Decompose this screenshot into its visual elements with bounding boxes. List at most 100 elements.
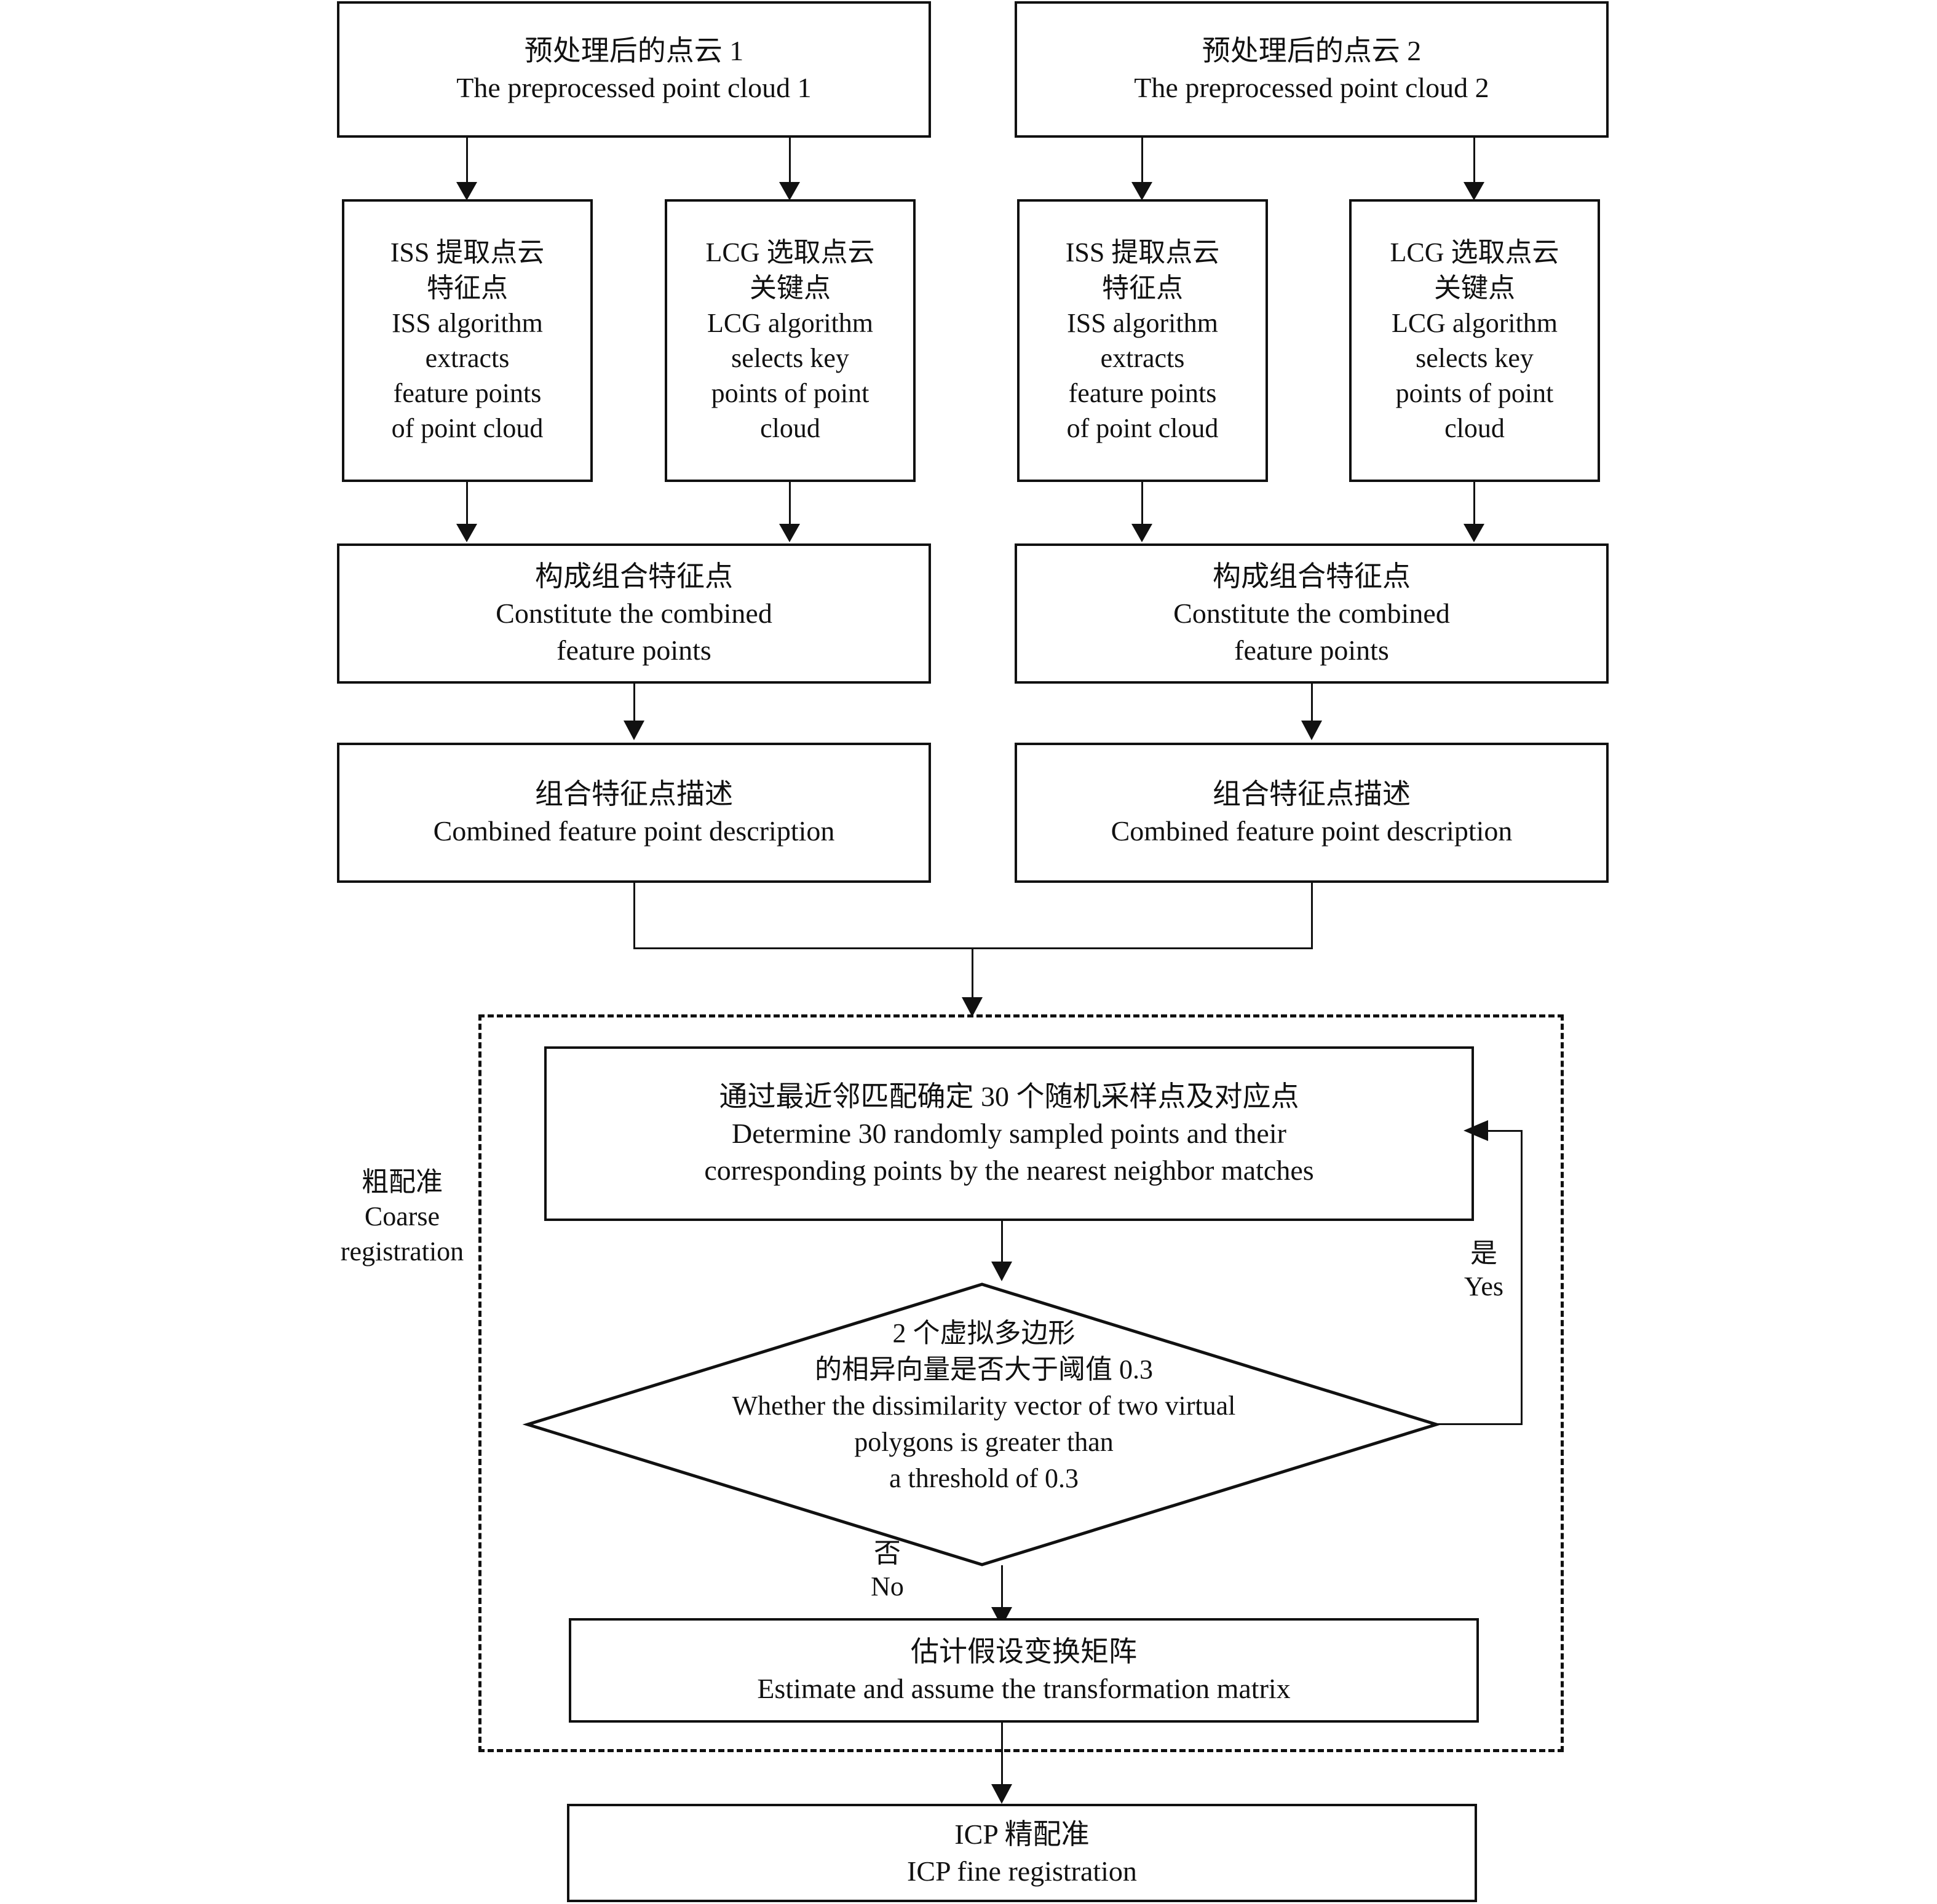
- node-constitute-right-en-2: feature points: [1234, 634, 1389, 666]
- node-iss-left-en-2: extracts: [425, 343, 510, 373]
- node-lcg-right-zh-1: LCG 选取点云: [1390, 237, 1559, 268]
- node-lcg-left-en-1: LCG algorithm: [707, 307, 874, 338]
- node-preprocessed-point-cloud-2-en: The preprocessed point cloud 2: [1134, 72, 1489, 103]
- node-lcg-left-en-3: points of point: [711, 378, 869, 409]
- coarse-registration-label-zh: 粗配准: [362, 1167, 443, 1197]
- arrowhead-cloud2-to-lcg: [1464, 182, 1484, 200]
- node-iss-right-en-4: of point cloud: [1066, 413, 1219, 444]
- node-estimate-transformation-matrix: 估计假设变换矩阵 Estimate and assume the transfo…: [569, 1618, 1479, 1723]
- node-preprocessed-point-cloud-1: 预处理后的点云 1 The preprocessed point cloud 1: [337, 1, 931, 138]
- node-decision-threshold-text: 2 个虚拟多边形 的相异向量是否大于阈值 0.3 Whether the dis…: [575, 1316, 1393, 1497]
- node-lcg-left: LCG 选取点云 关键点 LCG algorithm selects key p…: [665, 199, 916, 482]
- node-iss-left-zh-2: 特征点: [427, 272, 508, 303]
- node-decision-threshold-shape: [522, 1282, 1442, 1566]
- arrowhead-cloud2-to-iss: [1131, 182, 1152, 200]
- connector-iss-left-to-constitute: [466, 482, 468, 527]
- node-decision-threshold-en-2: polygons is greater than: [854, 1426, 1114, 1457]
- node-description-right-zh: 组合特征点描述: [1213, 778, 1411, 810]
- node-lcg-right-en-1: LCG algorithm: [1391, 307, 1558, 338]
- arrowhead-constitute-left-to-description: [624, 721, 644, 740]
- node-estimate-transformation-matrix-zh: 估计假设变换矩阵: [911, 1636, 1137, 1668]
- node-iss-left-en-3: feature points: [393, 378, 542, 409]
- arrowhead-no-to-estimate: [991, 1607, 1012, 1627]
- node-lcg-left-en-2: selects key: [731, 343, 849, 373]
- arrowhead-constitute-right-to-description: [1301, 721, 1322, 740]
- node-lcg-left-zh-2: 关键点: [750, 272, 831, 303]
- node-description-right-en: Combined feature point description: [1111, 815, 1513, 847]
- node-preprocessed-point-cloud-2-zh: 预处理后的点云 2: [1202, 35, 1422, 67]
- node-iss-left: ISS 提取点云 特征点 ISS algorithm extracts feat…: [342, 199, 593, 482]
- node-description-left-en: Combined feature point description: [433, 815, 835, 847]
- connector-constitute-left-to-description: [633, 684, 635, 724]
- node-iss-right-zh-1: ISS 提取点云: [1065, 237, 1220, 268]
- coarse-registration-label: 粗配准 Coarse registration: [336, 1165, 469, 1269]
- node-preprocessed-point-cloud-2: 预处理后的点云 2 The preprocessed point cloud 2: [1015, 1, 1609, 138]
- arrowhead-merge-into-coarse: [962, 997, 983, 1017]
- node-lcg-right: LCG 选取点云 关键点 LCG algorithm selects key p…: [1349, 199, 1600, 482]
- node-iss-right: ISS 提取点云 特征点 ISS algorithm extracts feat…: [1017, 199, 1268, 482]
- node-description-left-zh: 组合特征点描述: [535, 778, 733, 810]
- coarse-registration-label-en-1: Coarse: [364, 1201, 440, 1232]
- connector-coarse-to-icp: [1001, 1723, 1003, 1791]
- arrowhead-yes-into-determine: [1464, 1120, 1488, 1141]
- node-determine-sampled-points: 通过最近邻匹配确定 30 个随机采样点及对应点 Determine 30 ran…: [544, 1046, 1474, 1221]
- node-iss-right-en-3: feature points: [1068, 378, 1217, 409]
- node-constitute-right-en-1: Constitute the combined: [1173, 598, 1450, 630]
- edge-label-no-en: No: [871, 1571, 904, 1602]
- edge-label-no: 否 No: [847, 1537, 927, 1603]
- connector-lcg-left-to-constitute: [789, 482, 791, 527]
- node-lcg-left-en-4: cloud: [760, 413, 820, 444]
- connector-description-right-down: [1311, 883, 1313, 949]
- node-description-left: 组合特征点描述 Combined feature point descripti…: [337, 743, 931, 883]
- arrowhead-cloud1-to-lcg: [779, 182, 800, 200]
- node-description-right: 组合特征点描述 Combined feature point descripti…: [1015, 743, 1609, 883]
- node-determine-sampled-points-en-2: corresponding points by the nearest neig…: [704, 1154, 1314, 1186]
- edge-label-yes-zh: 是: [1470, 1238, 1497, 1268]
- connector-yes-top-segment: [1484, 1130, 1523, 1132]
- connector-iss-right-to-constitute: [1141, 482, 1143, 527]
- node-decision-threshold-zh-2: 的相异向量是否大于阈值 0.3: [815, 1354, 1153, 1385]
- node-constitute-right: 构成组合特征点 Constitute the combined feature …: [1015, 543, 1609, 684]
- connector-yes-right-segment: [1436, 1423, 1523, 1425]
- connector-lcg-right-to-constitute: [1473, 482, 1475, 527]
- connector-yes-vertical: [1521, 1130, 1523, 1425]
- arrowhead-iss-left-to-constitute: [456, 524, 477, 542]
- node-iss-right-en-2: extracts: [1100, 343, 1185, 373]
- connector-no-to-estimate: [1001, 1565, 1003, 1613]
- edge-label-yes: 是 Yes: [1444, 1237, 1524, 1303]
- edge-label-no-zh: 否: [874, 1538, 901, 1568]
- arrowhead-lcg-right-to-constitute: [1464, 524, 1484, 542]
- node-decision-threshold-en-3: a threshold of 0.3: [889, 1463, 1079, 1493]
- connector-cloud2-to-lcg: [1473, 138, 1475, 186]
- node-preprocessed-point-cloud-1-zh: 预处理后的点云 1: [524, 35, 744, 67]
- node-lcg-right-zh-2: 关键点: [1434, 272, 1515, 303]
- node-icp-fine-registration: ICP 精配准 ICP fine registration: [567, 1804, 1477, 1902]
- node-constitute-left: 构成组合特征点 Constitute the combined feature …: [337, 543, 931, 684]
- coarse-registration-label-en-2: registration: [340, 1236, 464, 1266]
- node-decision-threshold-en-1: Whether the dissimilarity vector of two …: [732, 1390, 1236, 1421]
- node-iss-left-en-4: of point cloud: [391, 413, 544, 444]
- node-lcg-right-en-2: selects key: [1416, 343, 1534, 373]
- arrowhead-coarse-to-icp: [991, 1784, 1012, 1804]
- connector-cloud1-to-iss: [466, 138, 468, 186]
- node-iss-left-en-1: ISS algorithm: [392, 307, 543, 338]
- node-iss-right-en-1: ISS algorithm: [1067, 307, 1218, 338]
- connector-description-left-down: [633, 883, 635, 949]
- node-constitute-left-zh: 构成组合特征点: [535, 561, 733, 593]
- arrowhead-lcg-left-to-constitute: [779, 524, 800, 542]
- node-iss-left-zh-1: ISS 提取点云: [390, 237, 545, 268]
- node-icp-fine-registration-en: ICP fine registration: [907, 1855, 1137, 1887]
- node-lcg-left-zh-1: LCG 选取点云: [705, 237, 875, 268]
- node-lcg-right-en-4: cloud: [1444, 413, 1505, 444]
- node-determine-sampled-points-en-1: Determine 30 randomly sampled points and…: [732, 1118, 1286, 1150]
- connector-cloud1-to-lcg: [789, 138, 791, 186]
- arrowhead-determine-to-decision: [991, 1262, 1012, 1281]
- connector-cloud2-to-iss: [1141, 138, 1143, 186]
- node-decision-threshold-zh-1: 2 个虚拟多边形: [892, 1318, 1075, 1348]
- connector-merge-down: [972, 947, 973, 1006]
- node-preprocessed-point-cloud-1-en: The preprocessed point cloud 1: [456, 72, 812, 103]
- node-iss-right-zh-2: 特征点: [1102, 272, 1183, 303]
- node-icp-fine-registration-zh: ICP 精配准: [954, 1819, 1090, 1851]
- arrowhead-iss-right-to-constitute: [1131, 524, 1152, 542]
